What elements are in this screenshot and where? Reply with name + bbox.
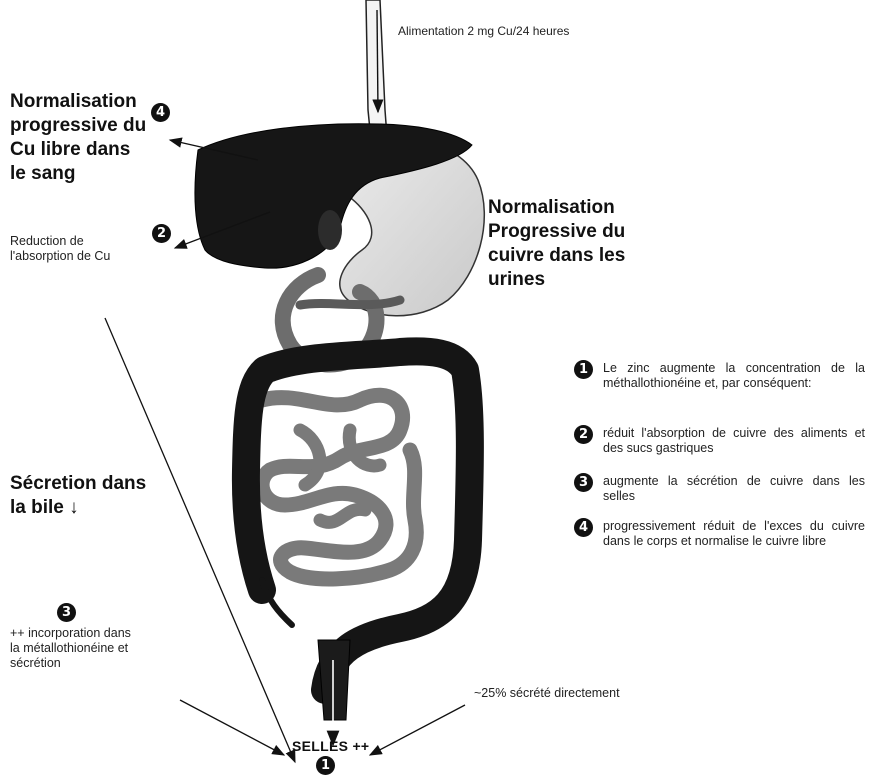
incorporation-number: 3 xyxy=(57,603,76,622)
pancreas xyxy=(300,300,400,305)
direct-arrow xyxy=(370,705,465,755)
urine-line-2: Progressive du xyxy=(488,220,638,244)
bile-label: Sécretion dans la bile ↓ xyxy=(10,472,160,520)
stool-label: SELLES ++ xyxy=(292,738,369,754)
blood-line-4: le sang xyxy=(10,162,160,186)
absorption-label: Reduction de l'absorption de Cu xyxy=(10,234,170,264)
bile-line-2: la bile ↓ xyxy=(10,496,160,520)
legend-number-4: 4 xyxy=(574,518,593,537)
incorporation-arrow xyxy=(180,700,284,755)
legend-text-3: augmente la sécrétion de cuivre dans les… xyxy=(603,474,865,504)
legend-text-2: réduit l'absorption de cuivre des alimen… xyxy=(603,426,865,456)
urine-line-1: Normalisation xyxy=(488,196,638,220)
incorporation-line-2: la métallothionéine et xyxy=(10,641,180,656)
gallbladder xyxy=(318,210,342,250)
incorporation-label: ++ incorporation dans la métallothionéin… xyxy=(10,626,180,671)
incorporation-line-1: ++ incorporation dans xyxy=(10,626,180,641)
urine-line-4: urines xyxy=(488,268,638,292)
blood-line-2: progressive du xyxy=(10,114,160,138)
absorption-line-1: Reduction de xyxy=(10,234,170,249)
intake-arrow xyxy=(377,10,378,112)
rectum xyxy=(318,640,350,720)
stool-number: 1 xyxy=(316,756,335,775)
blood-label: Normalisation progressive du Cu libre da… xyxy=(10,90,160,186)
small-intestine xyxy=(262,395,416,579)
urine-label: Normalisation Progressive du cuivre dans… xyxy=(488,196,638,292)
legend-number-1: 1 xyxy=(574,360,593,379)
intake-label: Alimentation 2 mg Cu/24 heures xyxy=(398,24,569,39)
legend-text-4: progressivement réduit de l'exces du cui… xyxy=(603,519,865,549)
incorporation-line-3: sécrétion xyxy=(10,656,180,671)
blood-line-1: Normalisation xyxy=(10,90,160,114)
legend-number-3: 3 xyxy=(574,473,593,492)
legend-number-2: 2 xyxy=(574,425,593,444)
bile-line-1: Sécretion dans xyxy=(10,472,160,496)
urine-line-3: cuivre dans les xyxy=(488,244,638,268)
legend-text-1: Le zinc augmente la concentration de la … xyxy=(603,361,865,391)
absorption-line-2: l'absorption de Cu xyxy=(10,249,170,264)
direct-label: ~25% sécrété directement xyxy=(474,686,620,701)
blood-line-3: Cu libre dans xyxy=(10,138,160,162)
blood-number: 4 xyxy=(151,103,170,122)
